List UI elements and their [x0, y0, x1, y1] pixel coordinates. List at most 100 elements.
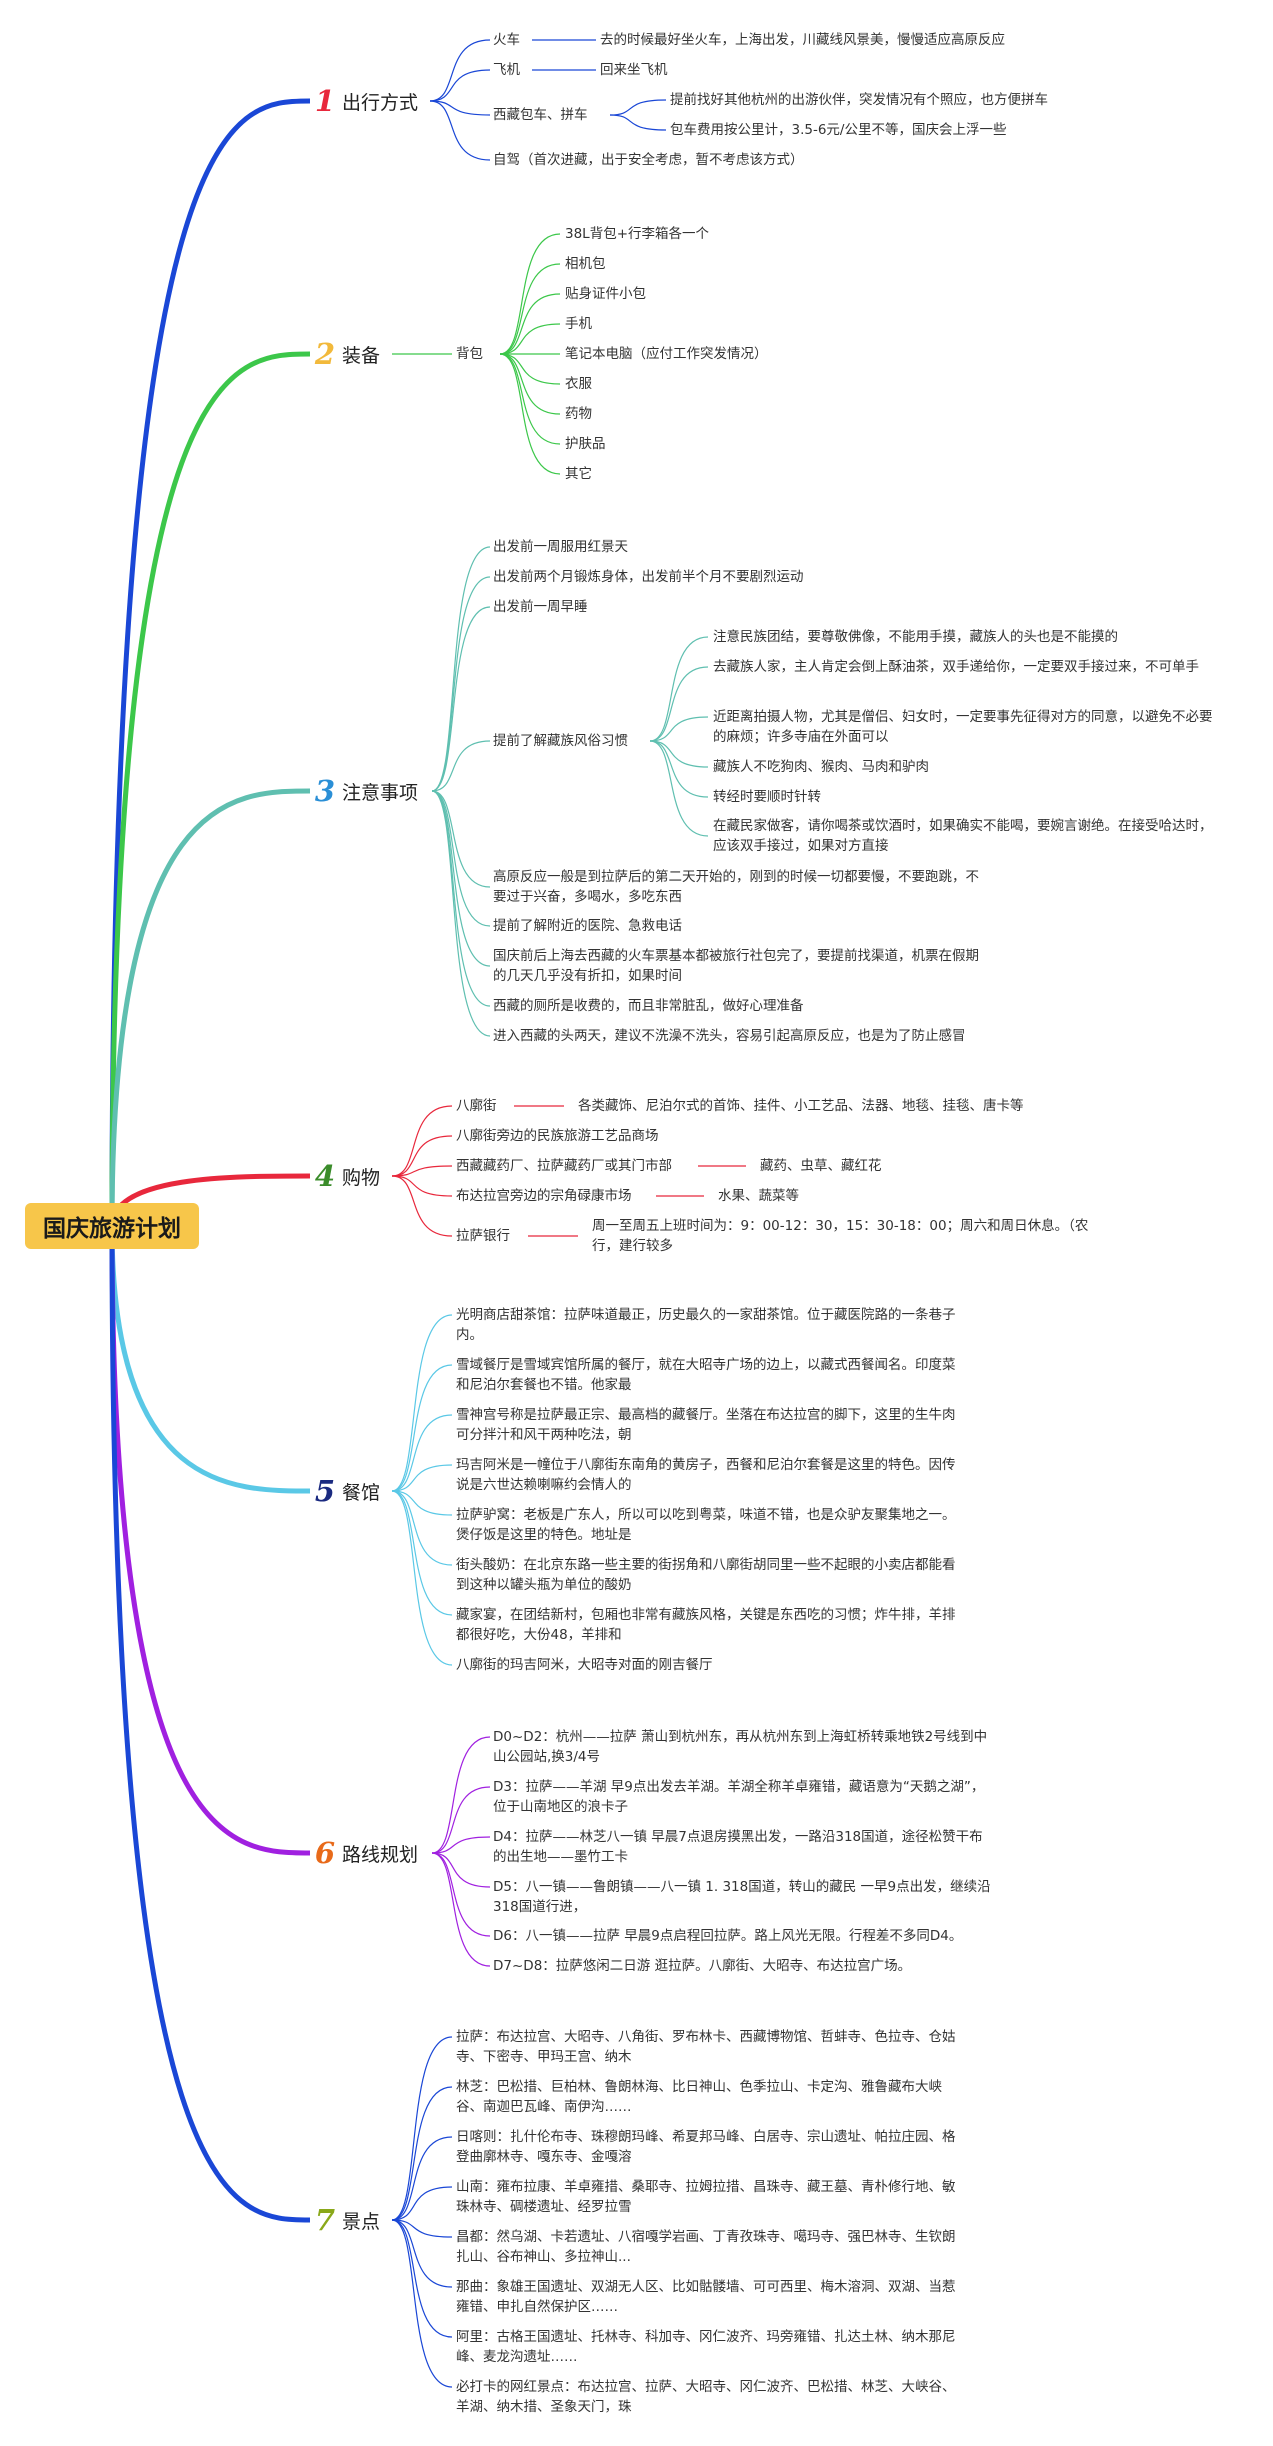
child-connector — [431, 1786, 491, 1854]
node-shop[interactable]: 布达拉宫旁边的宗角碌康市场 — [456, 1188, 632, 1204]
child-connector — [499, 263, 561, 355]
node-attraction[interactable]: 林芝：巴松措、巨柏林、鲁朗林海、比日神山、色季拉山、卡定沟、雅鲁藏布大峡谷、南迦… — [456, 2079, 942, 2115]
node-shop-note[interactable]: 周一至周五上班时间为：9：00-12：30，15：30-18：00；周六和周日休… — [592, 1218, 1089, 1254]
node-attraction[interactable]: 那曲：象雄王国遗址、双湖无人区、比如骷髅墙、可可西里、梅木溶洞、双湖、当惹雍错、… — [456, 2279, 956, 2315]
node-route-day[interactable]: D5：八一镇——鲁朗镇——八一镇 1. 318国道，转山的藏民 一早9点出发，继… — [493, 1879, 991, 1915]
child-connector — [649, 636, 709, 742]
node-custom-item[interactable]: 转经时要顺时针转 — [713, 789, 821, 805]
branch-label: 注意事项 — [342, 781, 419, 804]
node-shop[interactable]: 八廓街旁边的民族旅游工艺品商场 — [456, 1128, 659, 1144]
node-restaurant[interactable]: 玛吉阿米是一幢位于八廓街东南角的黄房子，西餐和尼泊尔套餐是这里的特色。因传说是六… — [456, 1457, 956, 1493]
node-note[interactable]: 提前了解附近的医院、急救电话 — [493, 918, 682, 934]
node-note[interactable]: 进入西藏的头两天，建议不洗澡不洗头，容易引起高原反应，也是为了防止感冒 — [493, 1028, 966, 1044]
node-note[interactable]: 国庆前后上海去西藏的火车票基本都被旅行社包完了，要提前找渠道，机票在假期的几天几… — [493, 948, 979, 984]
node-route-day[interactable]: D4：拉萨——林芝八一镇 早晨7点退房摸黑出发，一路沿318国道，途径松赞干布的… — [493, 1829, 983, 1865]
node-gear-item[interactable]: 药物 — [565, 406, 592, 422]
node-custom-item[interactable]: 近距离拍摄人物，尤其是僧侣、妇女时，一定要事先征得对方的同意，以避免不必要的麻烦… — [713, 709, 1213, 745]
node-gear-item[interactable]: 手机 — [565, 316, 592, 332]
node-shop-note[interactable]: 藏药、虫草、藏红花 — [760, 1158, 882, 1174]
node-gear-item[interactable]: 相机包 — [565, 256, 606, 272]
branch-restaurants[interactable]: 5 餐馆 — [312, 1474, 389, 1508]
node-shop[interactable]: 西藏藏药厂、拉萨藏药厂或其门市部 — [456, 1158, 672, 1174]
node-gear-item[interactable]: 护肤品 — [565, 436, 606, 452]
node-restaurant[interactable]: 藏家宴，在团结新村，包厢也非常有藏族风格，关键是东西吃的习惯；炸牛排，羊排都很好… — [456, 1607, 956, 1643]
child-connector — [391, 2219, 453, 2388]
node-selfdrive[interactable]: 自驾（首次进藏，出于安全考虑，暂不考虑该方式） — [493, 152, 804, 168]
branch-attractions[interactable]: 7 景点 — [312, 2203, 389, 2237]
node-backpack[interactable]: 背包 — [456, 346, 483, 362]
node-shop[interactable]: 八廓街 — [456, 1098, 497, 1114]
child-connector — [431, 790, 491, 1037]
child-connector — [499, 353, 561, 385]
branch-number: 1 — [314, 83, 336, 118]
node-custom-item[interactable]: 去藏族人家，主人肯定会倒上酥油茶，双手递给你，一定要双手接过来，不可单手 — [713, 659, 1199, 675]
node-charter-note1[interactable]: 提前找好其他杭州的出游伙伴，突发情况有个照应，也方便拼车 — [670, 92, 1048, 108]
node-charter[interactable]: 西藏包车、拼车 — [493, 107, 588, 123]
node-attraction[interactable]: 昌都：然乌湖、卡若遗址、八宿嘎学岩画、丁青孜珠寺、噶玛寺、强巴林寺、生钦朗扎山、… — [456, 2229, 956, 2265]
branch-label: 出行方式 — [342, 91, 419, 114]
node-custom-item[interactable]: 藏族人不吃狗肉、猴肉、马肉和驴肉 — [713, 759, 929, 775]
node-note[interactable]: 西藏的厕所是收费的，而且非常脏乱，做好心理准备 — [493, 998, 804, 1014]
node-restaurant[interactable]: 八廓街的玛吉阿米，大昭寺对面的刚吉餐厅 — [456, 1657, 713, 1673]
main-branch-connector — [109, 1225, 311, 1494]
node-train-note[interactable]: 去的时候最好坐火车，上海出发，川藏线风景美，慢慢适应高原反应 — [600, 32, 1005, 48]
node-note[interactable]: 出发前一周早睡 — [493, 599, 588, 615]
node-plane[interactable]: 飞机 — [493, 62, 520, 78]
child-connector — [391, 1165, 453, 1177]
child-connector — [431, 1852, 491, 1937]
branch-label: 景点 — [342, 2210, 381, 2233]
node-attraction[interactable]: 必打卡的网红景点：布达拉宫、拉萨、大昭寺、冈仁波齐、巴松措、林芝、大峡谷、羊湖、… — [456, 2379, 956, 2415]
branch-label: 路线规划 — [342, 1843, 419, 1866]
child-connector — [499, 293, 561, 355]
root-topic[interactable]: 国庆旅游计划 — [25, 1203, 199, 1249]
root-title: 国庆旅游计划 — [43, 1216, 181, 1242]
branch-shopping[interactable]: 4 购物 — [312, 1158, 389, 1193]
branch-route[interactable]: 6 路线规划 — [312, 1836, 427, 1870]
node-restaurant[interactable]: 街头酸奶：在北京东路一些主要的街拐角和八廓街胡同里一些不起眼的小卖店都能看到这种… — [456, 1557, 956, 1593]
child-connector — [391, 1175, 453, 1237]
branch-transport[interactable]: 1 出行方式 — [312, 83, 427, 118]
node-note[interactable]: 出发前一周服用红景天 — [493, 539, 628, 555]
node-custom-item[interactable]: 注意民族团结，要尊敬佛像，不能用手摸，藏族人的头也是不能摸的 — [713, 629, 1118, 645]
node-restaurant[interactable]: 拉萨驴窝：老板是广东人，所以可以吃到粤菜，味道不错，也是众驴友聚集地之一。煲仔饭… — [456, 1507, 956, 1543]
node-shop-note[interactable]: 各类藏饰、尼泊尔式的首饰、挂件、小工艺品、法器、地毯、挂毯、唐卡等 — [578, 1098, 1024, 1114]
node-restaurant[interactable]: 雪神宫号称是拉萨最正宗、最高档的藏餐厅。坐落在布达拉宫的脚下，这里的生牛肉可分拌… — [456, 1407, 956, 1443]
node-note[interactable]: 出发前两个月锻炼身体，出发前半个月不要剧烈运动 — [493, 569, 804, 585]
node-shop[interactable]: 拉萨银行 — [456, 1228, 510, 1244]
child-connector — [431, 1736, 491, 1854]
child-connector — [649, 666, 709, 742]
node-route-day[interactable]: D3：拉萨——羊湖 早9点出发去羊湖。羊湖全称羊卓雍错，藏语意为“天鹅之湖”，位… — [493, 1779, 985, 1815]
child-connector — [391, 1314, 453, 1492]
node-attraction[interactable]: 山南：雍布拉康、羊卓雍措、桑耶寺、拉姆拉措、昌珠寺、藏王墓、青朴修行地、敏珠林寺… — [456, 2179, 956, 2215]
child-connector — [391, 1490, 453, 1616]
node-route-day[interactable]: D7~D8：拉萨悠闲二日游 逛拉萨。八廓街、大昭寺、布达拉宫广场。 — [493, 1958, 912, 1974]
node-route-day[interactable]: D0~D2：杭州——拉萨 萧山到杭州东，再从杭州东到上海虹桥转乘地铁2号线到中山… — [493, 1729, 988, 1765]
child-connector — [391, 1490, 453, 1666]
node-restaurant[interactable]: 雪域餐厅是雪域宾馆所属的餐厅，就在大昭寺广场的边上，以藏式西餐闻名。印度菜和尼泊… — [456, 1357, 956, 1393]
node-gear-item[interactable]: 笔记本电脑（应付工作突发情况） — [565, 346, 768, 362]
node-shop-note[interactable]: 水果、蔬菜等 — [718, 1188, 799, 1204]
node-gear-item[interactable]: 其它 — [565, 466, 592, 482]
node-attraction[interactable]: 拉萨：布达拉宫、大昭寺、八角街、罗布林卡、西藏博物馆、哲蚌寺、色拉寺、仓姑寺、下… — [456, 2029, 956, 2065]
branch-number: 4 — [314, 1158, 336, 1193]
node-route-day[interactable]: D6：八一镇——拉萨 早晨9点启程回拉萨。路上风光无限。行程差不多同D4。 — [493, 1928, 963, 1944]
branch-equipment[interactable]: 2 装备 — [312, 337, 389, 371]
node-note[interactable]: 高原反应一般是到拉萨后的第二天开始的，刚到的时候一切都要慢，不要跑跳，不要过于兴… — [493, 869, 979, 905]
node-gear-item[interactable]: 衣服 — [565, 376, 592, 392]
node-train[interactable]: 火车 — [493, 32, 520, 48]
node-gear-item[interactable]: 38L背包+行李箱各一个 — [565, 226, 710, 242]
node-attraction[interactable]: 日喀则：扎什伦布寺、珠穆朗玛峰、希夏邦马峰、白居寺、宗山遗址、帕拉庄园、格登曲廓… — [456, 2129, 956, 2165]
main-branch-connector — [109, 1225, 311, 2223]
node-custom-item[interactable]: 在藏民家做客，请你喝茶或饮酒时，如果确实不能喝，要婉言谢绝。在接受哈达时，应该双… — [713, 818, 1213, 854]
child-connector — [391, 1490, 453, 1516]
node-restaurant[interactable]: 光明商店甜茶馆：拉萨味道最正，历史最久的一家甜茶馆。位于藏医院路的一条巷子内。 — [456, 1307, 956, 1343]
node-gear-item[interactable]: 贴身证件小包 — [565, 286, 646, 302]
child-connector — [429, 100, 491, 161]
main-branch-connector — [109, 1225, 311, 1856]
node-plane-note[interactable]: 回来坐飞机 — [600, 62, 668, 78]
node-charter-note2[interactable]: 包车费用按公里计，3.5-6元/公里不等，国庆会上浮一些 — [670, 122, 1007, 138]
node-customs[interactable]: 提前了解藏族风俗习惯 — [493, 733, 628, 749]
node-attraction[interactable]: 阿里：古格王国遗址、托林寺、科加寺、冈仁波齐、玛旁雍错、扎达土林、纳木那尼峰、麦… — [456, 2329, 956, 2365]
child-connector — [499, 323, 561, 355]
branch-notes[interactable]: 3 注意事项 — [312, 774, 427, 808]
